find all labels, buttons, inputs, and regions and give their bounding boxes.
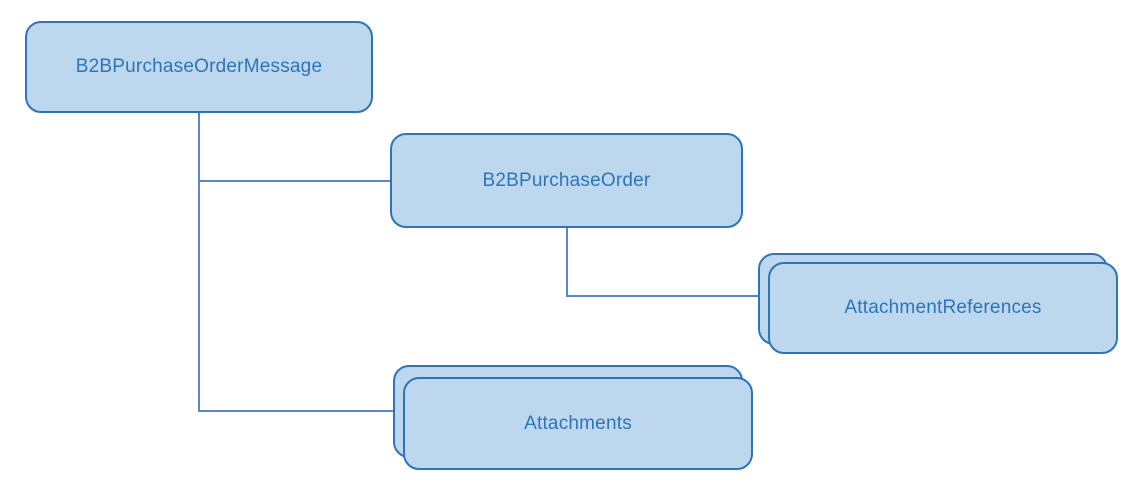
node-label: B2BPurchaseOrderMessage — [75, 56, 323, 77]
connector-message-to-attachments — [198, 410, 394, 412]
connector-message-trunk-vertical — [198, 113, 200, 412]
node-label: Attachments — [524, 412, 632, 434]
stack-front-layer: Attachments — [403, 377, 753, 470]
node-b2b-purchase-order-message: B2BPurchaseOrderMessage — [25, 21, 373, 113]
connector-order-to-attachmentreferences — [566, 295, 759, 297]
node-b2b-purchase-order: B2BPurchaseOrder — [390, 133, 743, 228]
node-label: B2BPurchaseOrder — [482, 169, 651, 191]
node-label: AttachmentReferences — [844, 297, 1042, 318]
stack-front-layer: AttachmentReferences — [768, 262, 1118, 354]
node-attachments: Attachments — [393, 365, 754, 471]
connector-message-to-order — [199, 180, 391, 182]
node-attachment-references: AttachmentReferences — [758, 253, 1119, 355]
connector-order-trunk-vertical — [566, 227, 568, 297]
